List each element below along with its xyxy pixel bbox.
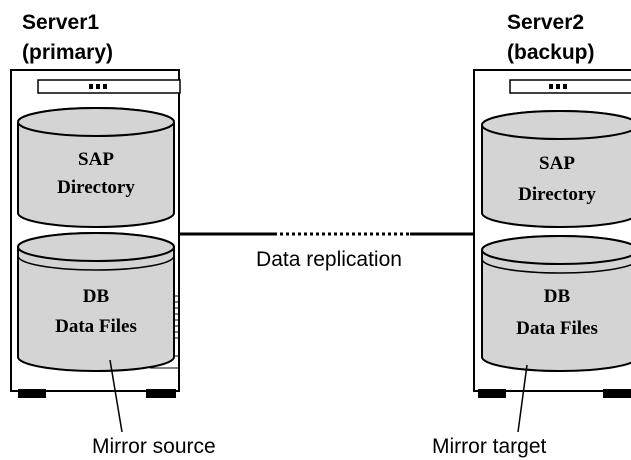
server2-sap-label: SAP: [539, 153, 575, 174]
mirror-target-pointer: [517, 364, 528, 433]
server2-db-label: DB: [544, 286, 571, 307]
server1-sap-directory-disk: SAP Directory: [17, 107, 175, 228]
server2-data-files-label: Data Files: [516, 318, 598, 339]
server1-data-files-label: Data Files: [55, 316, 137, 337]
server2-title: Server2: [507, 11, 584, 34]
server1-drive-led-icon: [89, 84, 107, 89]
replication-label: Data replication: [256, 248, 402, 271]
server2-drive-led-icon: [549, 84, 567, 89]
server2-foot-left: [478, 389, 506, 398]
server2-drive-bay: [509, 79, 631, 94]
mirror-source-label: Mirror source: [92, 435, 216, 458]
server2-foot-right: [603, 389, 631, 398]
server2-sap-directory-disk: SAP Directory: [481, 110, 631, 228]
server1-role: (primary): [22, 41, 113, 64]
server2: Server2 (backup) SAP Directory DB Data F…: [473, 11, 631, 398]
server1-title: Server1: [22, 11, 99, 34]
server1-directory-label: Directory: [57, 177, 135, 198]
server2-role: (backup): [507, 41, 595, 64]
server1-foot-left: [18, 389, 46, 398]
server1-db-data-files-disk: DB Data Files: [17, 232, 175, 372]
server2-directory-label: Directory: [518, 184, 596, 205]
mirror-target-callout: Mirror target: [432, 364, 547, 458]
replication-link: Data replication: [179, 232, 474, 271]
server1-foot-right: [146, 389, 176, 398]
server1: Server1 (primary): [10, 11, 181, 398]
mirror-target-label: Mirror target: [432, 435, 547, 458]
server1-db-label: DB: [83, 286, 110, 307]
mirror-source-callout: Mirror source: [92, 359, 216, 458]
server1-drive-bay: [37, 79, 181, 94]
server1-sap-label: SAP: [78, 149, 114, 170]
server2-db-data-files-disk: DB Data Files: [481, 235, 631, 372]
mirror-source-pointer: [109, 359, 123, 433]
